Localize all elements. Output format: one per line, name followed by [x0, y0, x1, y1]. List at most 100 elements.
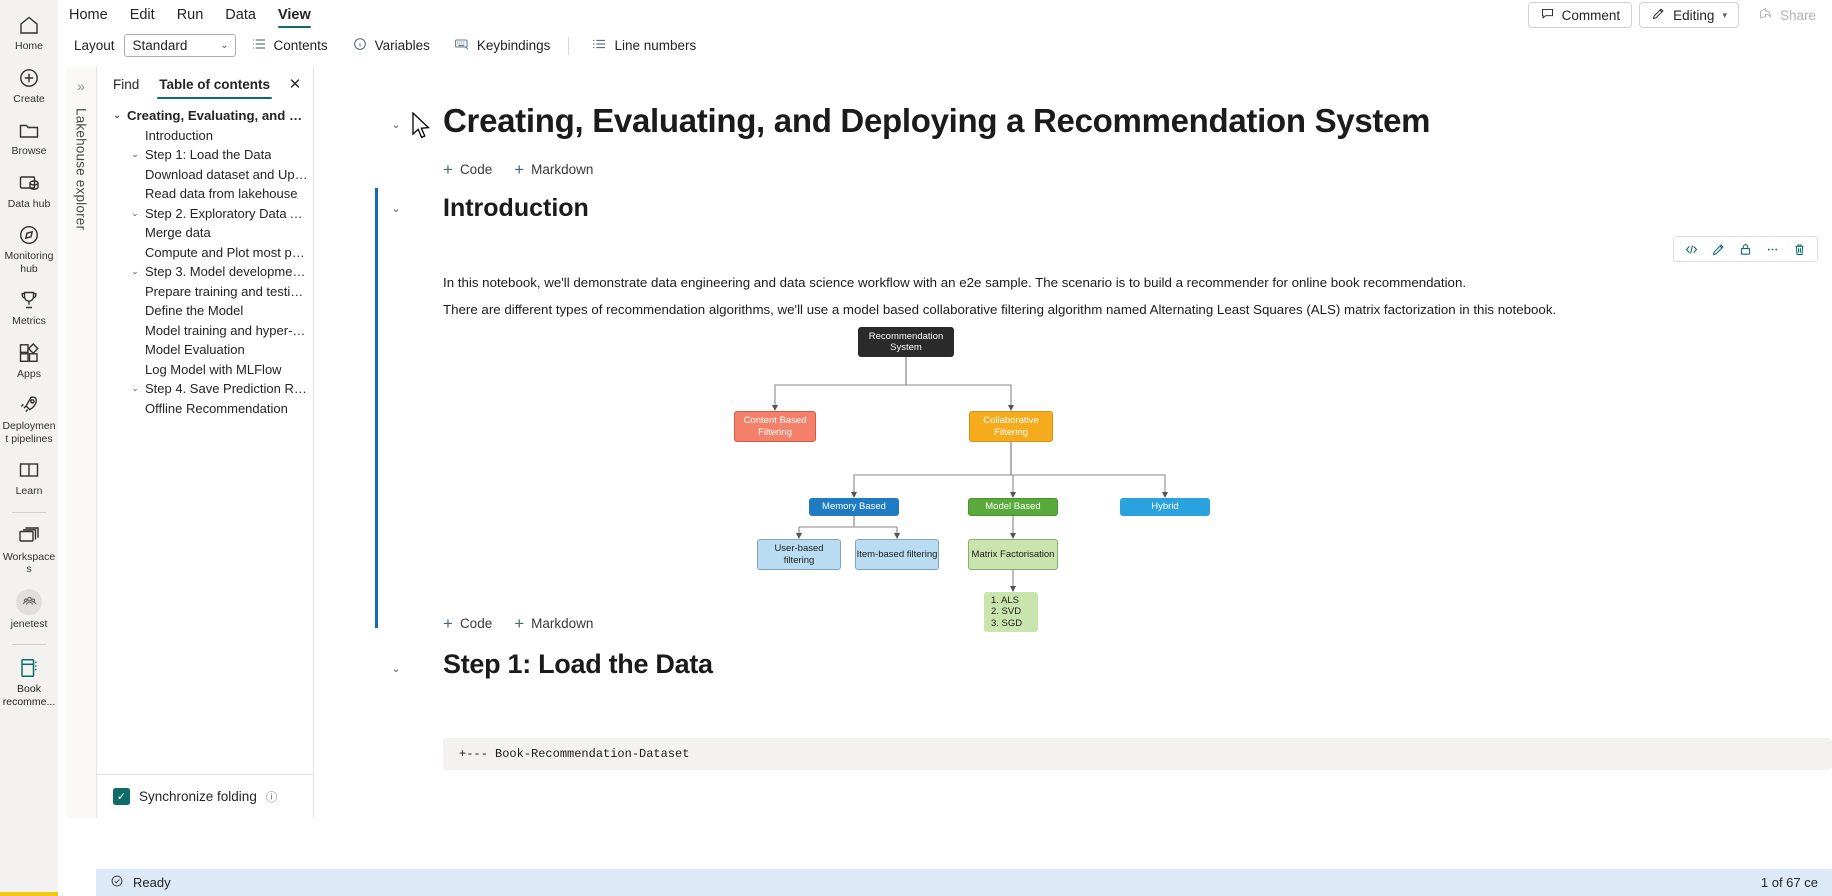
apps-grid-icon — [17, 341, 41, 365]
comment-button[interactable]: Comment — [1527, 2, 1633, 28]
toc-item-label: Prepare training and testing data — [145, 283, 309, 299]
variables-icon: x — [352, 36, 368, 55]
add-markdown-cell-button[interactable]: + Markdown — [514, 161, 593, 178]
rail-label: Home — [14, 40, 43, 52]
rail-item-jenetest[interactable]: jenetest — [0, 582, 58, 637]
toc-item[interactable]: Log Model with MLFlow — [97, 360, 313, 380]
powerbi-accent-strip — [0, 892, 58, 896]
toc-item[interactable]: Offline Recommendation — [97, 399, 313, 419]
rail-bottom-accent — [0, 892, 58, 896]
toc-item[interactable]: ⌄Step 3. Model development and deploy — [97, 262, 313, 282]
editing-mode-button[interactable]: Editing ▾ — [1639, 2, 1739, 28]
menu-item-view[interactable]: View — [267, 0, 322, 29]
contents-button[interactable]: Contents — [242, 34, 337, 58]
layout-label: Layout — [74, 38, 115, 53]
rail-item-book-recommendation[interactable]: Book recomme... — [0, 649, 58, 714]
add-markdown-cell-button-2[interactable]: + Markdown — [514, 615, 593, 632]
layout-select-value: Standard — [132, 38, 188, 53]
status-bar: Ready 1 of 67 ce — [96, 869, 1832, 896]
view-command-bar: Layout Standard ⌄ Contents x Variables K… — [66, 32, 1826, 59]
rail-item-metrics[interactable]: Metrics — [0, 281, 58, 334]
menu-item-data[interactable]: Data — [225, 6, 256, 23]
menu-item-home[interactable]: Home — [69, 6, 108, 23]
trash-icon[interactable] — [1786, 237, 1813, 261]
toc-item[interactable]: Compute and Plot most popular items — [97, 243, 313, 263]
rail-item-workspaces[interactable]: Workspaces — [0, 517, 58, 582]
share-button[interactable]: Share — [1746, 2, 1828, 28]
line-numbers-button[interactable]: Line numbers — [582, 34, 705, 58]
rail-item-data-hub[interactable]: Data hub — [0, 164, 58, 217]
toc-item[interactable]: ⌄Step 1: Load the Data — [97, 145, 313, 165]
code-brackets-icon[interactable] — [1678, 237, 1705, 261]
toc-item[interactable]: Model training and hyper-tunning — [97, 321, 313, 341]
rail-label: Monitoring hub — [4, 250, 54, 275]
lakehouse-explorer-rail[interactable]: » Lakehouse explorer — [66, 66, 96, 818]
toc-item[interactable]: Prepare training and testing data — [97, 282, 313, 302]
code-cell-output[interactable]: +--- Book-Recommendation-Dataset — [443, 738, 1832, 770]
toc-item[interactable]: Define the Model — [97, 301, 313, 321]
rail-label: Book recomme... — [2, 683, 56, 708]
ellipsis-icon[interactable] — [1759, 237, 1786, 261]
layout-select[interactable]: Standard ⌄ — [123, 34, 236, 57]
notebook-canvas: ⌄ Creating, Evaluating, and Deploying a … — [315, 66, 1832, 872]
toc-item[interactable]: Model Evaluation — [97, 340, 313, 360]
rail-item-apps[interactable]: Apps — [0, 334, 58, 387]
pencil-icon[interactable] — [1705, 237, 1732, 261]
toc-item-label: Model Evaluation — [145, 342, 245, 358]
add-code-label: Code — [459, 616, 493, 631]
rail-item-browse[interactable]: Browse — [0, 111, 58, 164]
rail-label: Metrics — [12, 315, 46, 327]
diagram-node-label: Model Based — [985, 501, 1041, 513]
rail-item-learn[interactable]: Learn — [0, 451, 58, 504]
rail-item-home[interactable]: Home — [0, 6, 58, 59]
rail-divider — [12, 511, 46, 513]
toc-item[interactable]: Merge data — [97, 223, 313, 243]
tab-find[interactable]: Find — [113, 76, 140, 92]
rail-item-monitoring-hub[interactable]: Monitoring hub — [0, 216, 58, 281]
cell-collapse-chevron[interactable]: ⌄ — [391, 203, 401, 215]
add-code-cell-button[interactable]: + Code — [443, 161, 492, 178]
toc-item-label: Introduction — [145, 127, 213, 143]
diagram-node-label: 1. ALS — [991, 594, 1019, 606]
lock-icon[interactable] — [1732, 237, 1759, 261]
toc-item-label: Define the Model — [145, 303, 244, 319]
variables-button[interactable]: x Variables — [343, 34, 439, 58]
cell-collapse-chevron[interactable]: ⌄ — [391, 119, 401, 131]
add-code-cell-button-2[interactable]: + Code — [443, 615, 492, 632]
status-text: Ready — [133, 875, 171, 890]
close-icon[interactable]: ✕ — [288, 76, 302, 93]
notebook-cell-title[interactable]: ⌄ Creating, Evaluating, and Deploying a … — [315, 66, 1832, 171]
chevron-down-icon[interactable]: ⌄ — [131, 149, 139, 160]
add-cell-row-top: + Code + Markdown — [443, 161, 593, 178]
toc-item[interactable]: ⌄Step 2. Exploratory Data Analysis — [97, 204, 313, 224]
chevron-down-icon[interactable]: ⌄ — [113, 110, 121, 121]
menu-item-edit[interactable]: Edit — [129, 6, 155, 23]
notebook-cell-step1[interactable]: ⌄ Step 1: Load the Data +--- Book-Recomm… — [315, 648, 1832, 868]
chevron-down-icon[interactable]: ⌄ — [131, 266, 139, 277]
menu-item-run[interactable]: Run — [176, 6, 204, 23]
section-heading-step1: Step 1: Load the Data — [443, 649, 713, 679]
toc-item[interactable]: ⌄Creating, Evaluating, and Deployin... — [97, 106, 313, 126]
toc-item[interactable]: Download dataset and Upload to lakeh... — [97, 165, 313, 185]
rail-label: Create — [13, 92, 45, 105]
toc-item[interactable]: Read data from lakehouse — [97, 184, 313, 204]
rail-label: Learn — [15, 485, 43, 497]
home-icon — [17, 13, 41, 37]
tab-table-of-contents[interactable]: Table of contents — [149, 66, 280, 102]
double-chevron-right-icon[interactable]: » — [77, 78, 85, 94]
synchronize-folding-checkbox[interactable]: ✓ — [113, 788, 130, 805]
add-markdown-label: Markdown — [531, 616, 594, 631]
rail-item-deployment-pipelines[interactable]: Deployment pipelines — [0, 386, 58, 451]
active-cell-indicator — [375, 188, 378, 628]
cell-collapse-chevron[interactable]: ⌄ — [391, 663, 401, 675]
rail-item-create[interactable]: Create — [0, 59, 58, 112]
chevron-down-icon[interactable]: ⌄ — [131, 383, 139, 394]
toc-item[interactable]: ⌄Step 4. Save Prediction Results — [97, 379, 313, 399]
keybindings-button[interactable]: Keybindings — [445, 34, 560, 58]
plus-icon: + — [514, 614, 525, 633]
notebook-cell-introduction[interactable]: ⌄ Introduction In t — [315, 188, 1832, 632]
info-icon[interactable]: ⓘ — [265, 791, 278, 804]
chevron-down-icon[interactable]: ⌄ — [131, 207, 139, 218]
diagram-node-label: User-based filtering — [774, 543, 824, 566]
toc-item[interactable]: Introduction — [97, 126, 313, 146]
